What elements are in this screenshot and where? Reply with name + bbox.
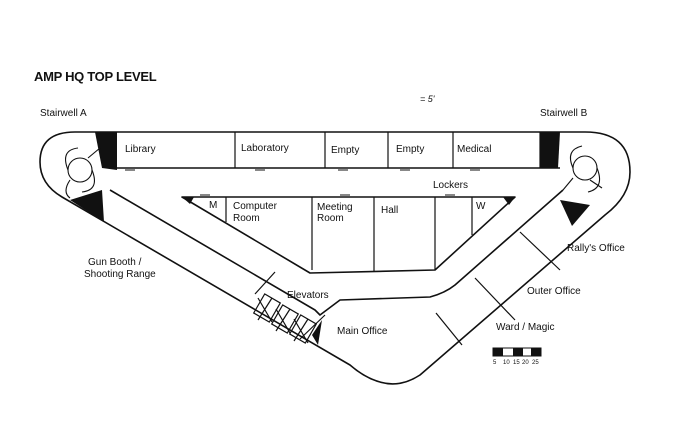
scale-tick-15: 15 xyxy=(513,360,520,366)
label-meeting-room-2: Room xyxy=(317,213,344,224)
label-stairwell-b: Stairwell B xyxy=(540,108,588,119)
scale-bar xyxy=(492,347,542,357)
label-lockers: Lockers xyxy=(433,180,469,191)
label-meeting-room-1: Meeting xyxy=(317,202,353,213)
label-empty-1: Empty xyxy=(331,145,360,156)
label-computer-room-2: Room xyxy=(233,213,260,224)
label-m: M xyxy=(209,200,218,211)
label-gun-booth-2: Shooting Range xyxy=(84,269,156,280)
scale-note: = 5' xyxy=(420,94,435,104)
label-laboratory: Laboratory xyxy=(241,143,289,154)
label-rallys-office: Rally's Office xyxy=(567,243,625,254)
label-outer-office: Outer Office xyxy=(527,286,581,297)
lower-corridor-wall xyxy=(109,189,564,316)
scale-tick-5: 5 xyxy=(493,360,497,366)
label-main-office: Main Office xyxy=(337,326,388,337)
stairwell-a-spiral xyxy=(65,147,101,199)
label-w: W xyxy=(476,201,486,212)
label-empty-2: Empty xyxy=(396,144,425,155)
label-elevators: Elevators xyxy=(287,290,329,301)
map-title: AMP HQ TOP LEVEL xyxy=(34,69,157,84)
label-computer-room-1: Computer xyxy=(233,201,277,212)
label-hall: Hall xyxy=(381,205,399,216)
scale-tick-25: 25 xyxy=(532,360,539,366)
label-ward-magic: Ward / Magic xyxy=(496,322,555,333)
elevator-shafts xyxy=(252,293,318,344)
label-library: Library xyxy=(125,144,156,155)
label-gun-booth-1: Gun Booth / xyxy=(88,257,142,268)
scale-tick-10: 10 xyxy=(503,360,510,366)
label-stairwell-a: Stairwell A xyxy=(40,108,87,119)
label-medical: Medical xyxy=(457,144,492,155)
stairwell-b-spiral xyxy=(562,145,603,193)
scale-tick-20: 20 xyxy=(522,360,529,366)
outer-wall xyxy=(39,131,631,385)
